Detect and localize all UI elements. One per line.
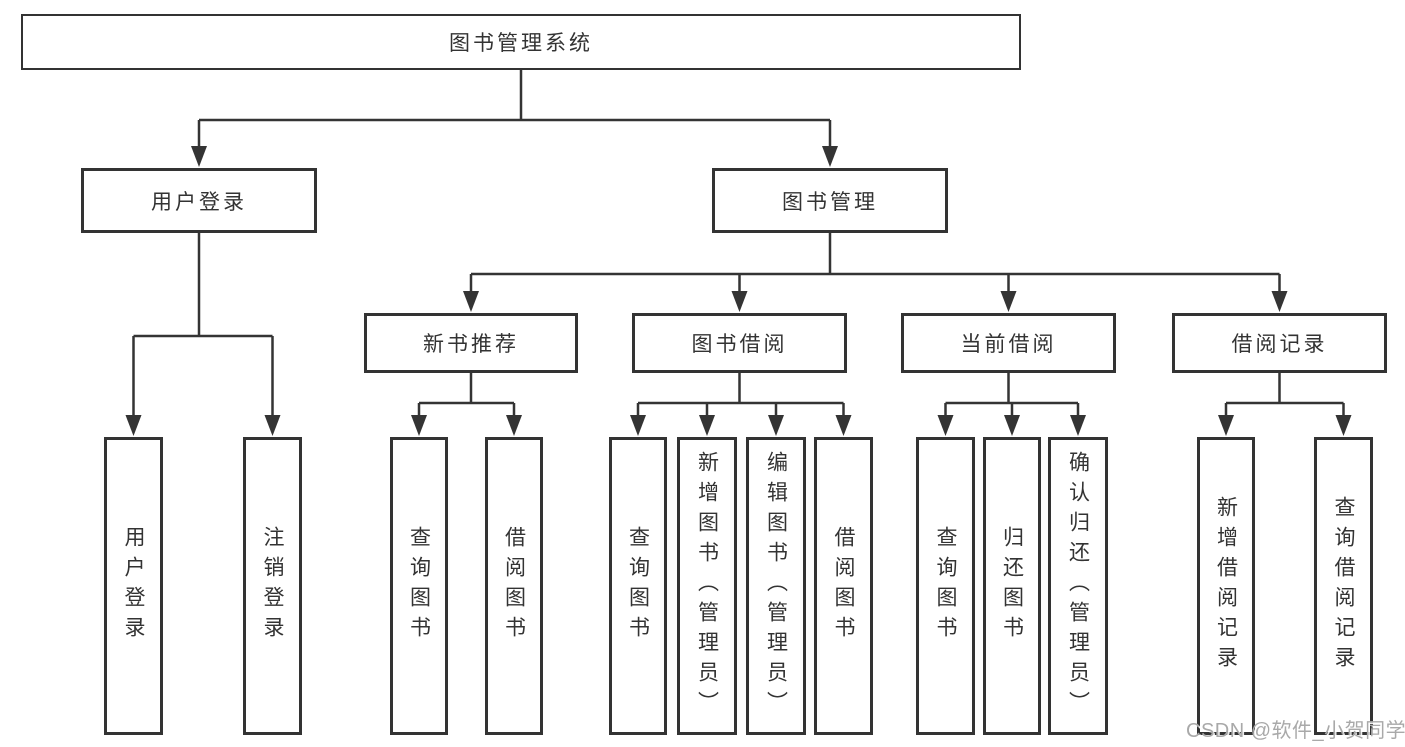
node-book-borrow: 图书借阅 xyxy=(632,313,847,373)
node-borrow-records: 借阅记录 xyxy=(1172,313,1387,373)
connector-book-borrow-to-leaves xyxy=(636,373,845,424)
leaf-newbook-borrow-books: 借阅图书 xyxy=(485,437,543,735)
connector-new-book-to-leaves xyxy=(417,373,516,424)
leaf-user-login-label: 用户登录 xyxy=(122,526,145,646)
leaf-confirm-return-admin: 确认归还（管理员） xyxy=(1048,437,1108,735)
arrow-down-icon xyxy=(125,415,142,436)
leaf-logout: 注销登录 xyxy=(243,437,302,735)
leaf-add-borrow-record-label: 新增借阅记录 xyxy=(1214,496,1238,676)
leaf-edit-books-admin-label: 编辑图书（管理员） xyxy=(764,451,788,721)
arrow-down-icon xyxy=(506,415,522,436)
arrow-down-icon xyxy=(699,415,715,436)
node-borrow-records-label: 借阅记录 xyxy=(1231,333,1328,356)
leaf-newbook-borrow-books-label: 借阅图书 xyxy=(502,526,526,646)
node-book-management-label: 图书管理 xyxy=(782,190,878,214)
arrow-down-icon xyxy=(768,415,784,436)
connector-current-borrow-to-leaves xyxy=(944,373,1080,424)
arrow-down-icon xyxy=(822,146,838,167)
leaf-confirm-return-admin-label: 确认归还（管理员） xyxy=(1066,451,1090,721)
arrow-down-icon xyxy=(1004,415,1020,436)
arrow-down-icon xyxy=(191,146,207,167)
node-book-borrow-label: 图书借阅 xyxy=(691,333,788,356)
node-new-book-recommend: 新书推荐 xyxy=(364,313,578,373)
leaf-logout-label: 注销登录 xyxy=(261,526,284,646)
node-current-borrow-label: 当前借阅 xyxy=(960,333,1057,356)
node-user-login: 用户登录 xyxy=(81,168,317,233)
leaf-current-query-books-label: 查询图书 xyxy=(934,526,957,646)
leaf-query-borrow-record-label: 查询借阅记录 xyxy=(1332,496,1355,676)
leaf-borrow-query-books: 查询图书 xyxy=(609,437,667,735)
arrow-down-icon xyxy=(731,291,748,312)
connector-borrow-records-to-leaves xyxy=(1224,373,1345,424)
leaf-current-query-books: 查询图书 xyxy=(916,437,975,735)
arrow-down-icon xyxy=(1000,291,1017,312)
node-new-book-recommend-label: 新书推荐 xyxy=(423,333,519,356)
leaf-edit-books-admin: 编辑图书（管理员） xyxy=(746,437,806,735)
arrow-down-icon xyxy=(1218,415,1234,436)
leaf-add-books-admin-label: 新增图书（管理员） xyxy=(695,451,719,721)
arrow-down-icon xyxy=(264,415,281,436)
leaf-borrow-query-books-label: 查询图书 xyxy=(626,526,650,646)
connector-user-login-to-leaves xyxy=(132,233,274,424)
leaf-return-books-label: 归还图书 xyxy=(1000,526,1024,646)
csdn-watermark: CSDN @软件_小贺同学 xyxy=(1186,720,1405,742)
arrow-down-icon xyxy=(463,291,479,312)
leaf-add-books-admin: 新增图书（管理员） xyxy=(677,437,737,735)
node-current-borrow: 当前借阅 xyxy=(901,313,1116,373)
arrow-down-icon xyxy=(1271,291,1288,312)
arrow-down-icon xyxy=(411,415,427,436)
node-library-management-system: 图书管理系统 xyxy=(21,14,1021,70)
node-user-login-label: 用户登录 xyxy=(151,190,247,214)
node-book-management: 图书管理 xyxy=(712,168,948,233)
leaf-query-borrow-record: 查询借阅记录 xyxy=(1314,437,1373,735)
leaf-user-login: 用户登录 xyxy=(104,437,163,735)
connector-root-to-level2 xyxy=(197,70,832,150)
leaf-borrow-books-label: 借阅图书 xyxy=(832,526,855,646)
arrow-down-icon xyxy=(630,415,646,436)
leaf-newbook-query-books: 查询图书 xyxy=(390,437,448,735)
connector-book-management-to-level3 xyxy=(469,233,1281,295)
node-library-management-system-label: 图书管理系统 xyxy=(449,32,593,55)
leaf-return-books: 归还图书 xyxy=(983,437,1041,735)
leaf-borrow-books: 借阅图书 xyxy=(814,437,873,735)
leaf-add-borrow-record: 新增借阅记录 xyxy=(1197,437,1255,735)
arrow-down-icon xyxy=(937,415,954,436)
arrow-down-icon xyxy=(835,415,852,436)
arrow-down-icon xyxy=(1335,415,1352,436)
arrow-down-icon xyxy=(1070,415,1086,436)
leaf-newbook-query-books-label: 查询图书 xyxy=(407,526,431,646)
